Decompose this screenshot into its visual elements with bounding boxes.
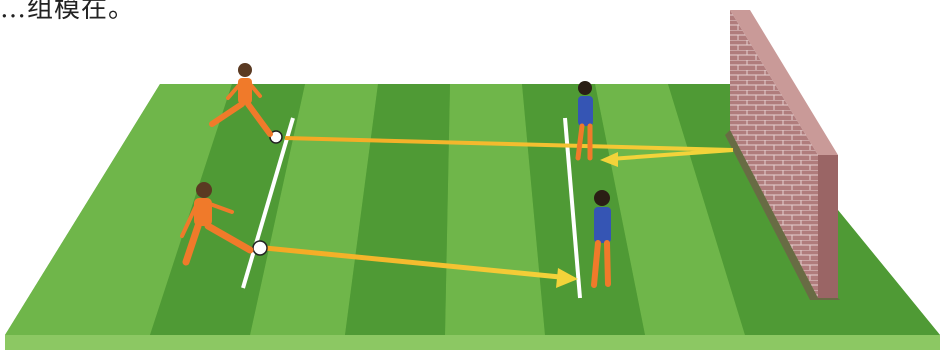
ball-bottom [253,241,267,255]
